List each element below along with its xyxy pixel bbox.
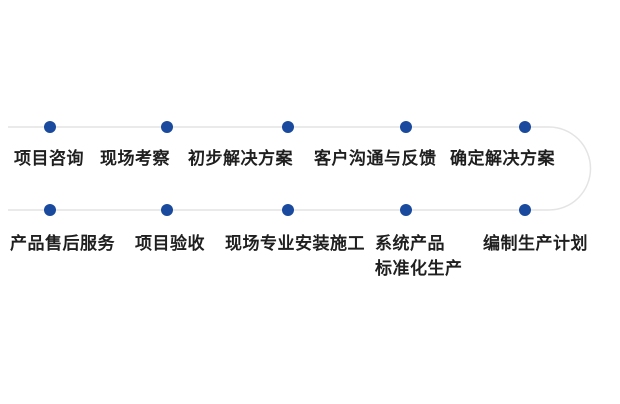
step-label-site-survey: 现场考察 xyxy=(100,149,170,168)
flow-node-dot xyxy=(400,204,412,216)
flow-node-dot xyxy=(282,204,294,216)
flow-node-dot xyxy=(519,204,531,216)
step-label-confirm-solution: 确定解决方案 xyxy=(450,149,555,168)
flow-node-dot xyxy=(161,121,173,133)
flow-node-dot xyxy=(44,204,56,216)
step-label-standardized-production: 系统产品 标准化生产 xyxy=(375,234,463,278)
step-label-project-acceptance: 项目验收 xyxy=(135,234,205,253)
step-label-production-planning: 编制生产计划 xyxy=(483,234,588,253)
flow-node-dot xyxy=(282,121,294,133)
step-label-project-consulting: 项目咨询 xyxy=(14,149,84,168)
flow-node-dot xyxy=(519,121,531,133)
step-label-onsite-installation: 现场专业安装施工 xyxy=(225,234,365,253)
step-label-customer-feedback: 客户沟通与反馈 xyxy=(314,149,437,168)
flow-node-dot xyxy=(400,121,412,133)
flow-node-dot xyxy=(161,204,173,216)
step-label-preliminary-solution: 初步解决方案 xyxy=(188,149,293,168)
flow-node-dot xyxy=(44,121,56,133)
step-label-after-sales-service: 产品售后服务 xyxy=(10,234,115,253)
flow-connector-line xyxy=(8,126,592,211)
